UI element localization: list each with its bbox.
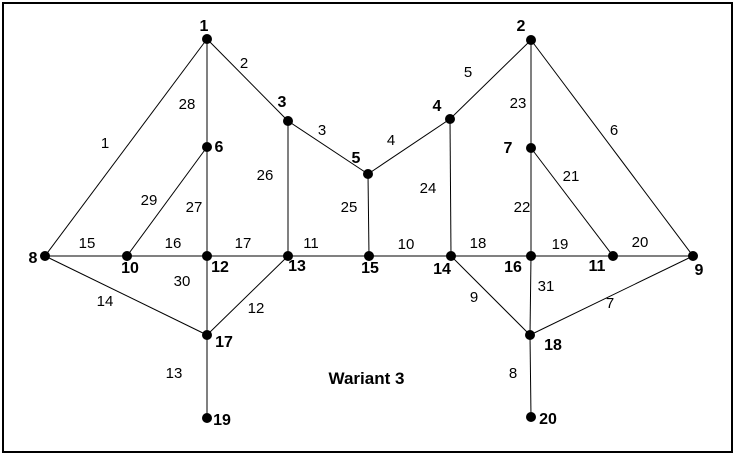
graph-node-7 (526, 143, 536, 153)
edge-label-19: 19 (552, 236, 569, 253)
edge-label-17: 17 (235, 235, 252, 252)
edge-label-5: 5 (464, 64, 472, 81)
edge-label-20: 20 (632, 234, 649, 251)
graph-edge-6-10 (126, 146, 208, 257)
graph-edge-8-17 (44, 255, 208, 336)
node-label-4: 4 (433, 98, 442, 115)
node-label-5: 5 (352, 150, 361, 167)
edge-label-21: 21 (563, 168, 580, 185)
edge-label-11: 11 (303, 235, 319, 252)
edge-label-3: 3 (318, 122, 326, 139)
graph-node-15 (364, 251, 374, 261)
graph-node-13 (283, 251, 293, 261)
graph-edge-3-5 (287, 120, 369, 175)
edge-label-8: 8 (509, 365, 517, 382)
edge-label-16: 16 (165, 235, 182, 252)
edge-label-15: 15 (79, 235, 96, 252)
node-label-18: 18 (544, 337, 562, 354)
graph-node-19 (202, 413, 212, 423)
edge-label-22: 22 (514, 199, 531, 216)
edge-label-26: 26 (257, 167, 274, 184)
edge-label-28: 28 (179, 96, 196, 113)
graph-edge-4-14 (449, 118, 452, 257)
graph-node-8 (40, 251, 50, 261)
edge-label-9: 9 (470, 289, 478, 306)
graph-node-12 (202, 251, 212, 261)
node-label-11: 11 (589, 258, 606, 275)
graph-edge-5-15 (367, 173, 370, 257)
edge-label-31: 31 (538, 278, 555, 295)
node-label-8: 8 (29, 250, 38, 267)
graph-node-20 (526, 412, 536, 422)
node-label-7: 7 (504, 140, 513, 157)
node-label-3: 3 (278, 94, 287, 111)
graph-edge-1-3 (206, 38, 289, 122)
node-label-2: 2 (517, 18, 526, 35)
graph-edge-2-9 (530, 39, 694, 257)
graph-node-10 (122, 251, 132, 261)
node-label-15: 15 (361, 260, 379, 277)
edge-label-1: 1 (101, 135, 109, 152)
diagram-caption: Wariant 3 (328, 369, 405, 388)
edge-label-23: 23 (510, 95, 527, 112)
graph-edge-18-9 (529, 255, 694, 336)
graph-node-17 (202, 330, 212, 340)
node-label-17: 17 (215, 334, 233, 351)
edge-label-10: 10 (398, 236, 415, 253)
node-label-13: 13 (288, 258, 306, 275)
graph-node-3 (283, 116, 293, 126)
graph-node-16 (526, 251, 536, 261)
edge-label-6: 6 (610, 122, 618, 139)
node-label-19: 19 (213, 412, 231, 429)
edge-label-2: 2 (240, 55, 248, 72)
node-label-14: 14 (433, 261, 451, 278)
node-label-1: 1 (200, 18, 209, 35)
graph-edge-18-20 (529, 334, 532, 418)
graph-node-5 (363, 169, 373, 179)
edge-label-29: 29 (141, 192, 158, 209)
node-label-6: 6 (215, 139, 224, 156)
node-label-20: 20 (539, 411, 557, 428)
graph-edge-16-18 (529, 255, 532, 336)
graph-node-6 (202, 142, 212, 152)
edge-label-13: 13 (166, 365, 183, 382)
edge-label-4: 4 (387, 132, 395, 149)
node-label-12: 12 (211, 259, 229, 276)
graph-node-2 (526, 35, 536, 45)
edge-label-24: 24 (420, 180, 437, 197)
graph-edge-7-11 (530, 147, 614, 257)
graph-node-18 (525, 330, 535, 340)
edge-label-25: 25 (341, 199, 358, 216)
node-label-10: 10 (121, 260, 139, 277)
graph-edge-13-17 (206, 255, 289, 336)
node-label-16: 16 (504, 259, 522, 276)
graph-edge-14-18 (450, 255, 531, 336)
graph-node-4 (445, 114, 455, 124)
graph-edge-8-1 (44, 38, 208, 257)
node-label-9: 9 (695, 262, 704, 279)
graph-node-11 (608, 251, 618, 261)
edge-label-30: 30 (174, 273, 191, 290)
edge-label-27: 27 (186, 199, 203, 216)
edge-label-18: 18 (470, 235, 487, 252)
edge-label-14: 14 (97, 293, 114, 310)
graph-edge-4-2 (449, 39, 532, 120)
graph-edge-5-4 (367, 118, 451, 175)
edge-label-7: 7 (606, 295, 614, 312)
edge-label-12: 12 (248, 300, 265, 317)
graph-node-14 (446, 251, 456, 261)
graph-node-1 (202, 34, 212, 44)
graph-node-9 (688, 251, 698, 261)
